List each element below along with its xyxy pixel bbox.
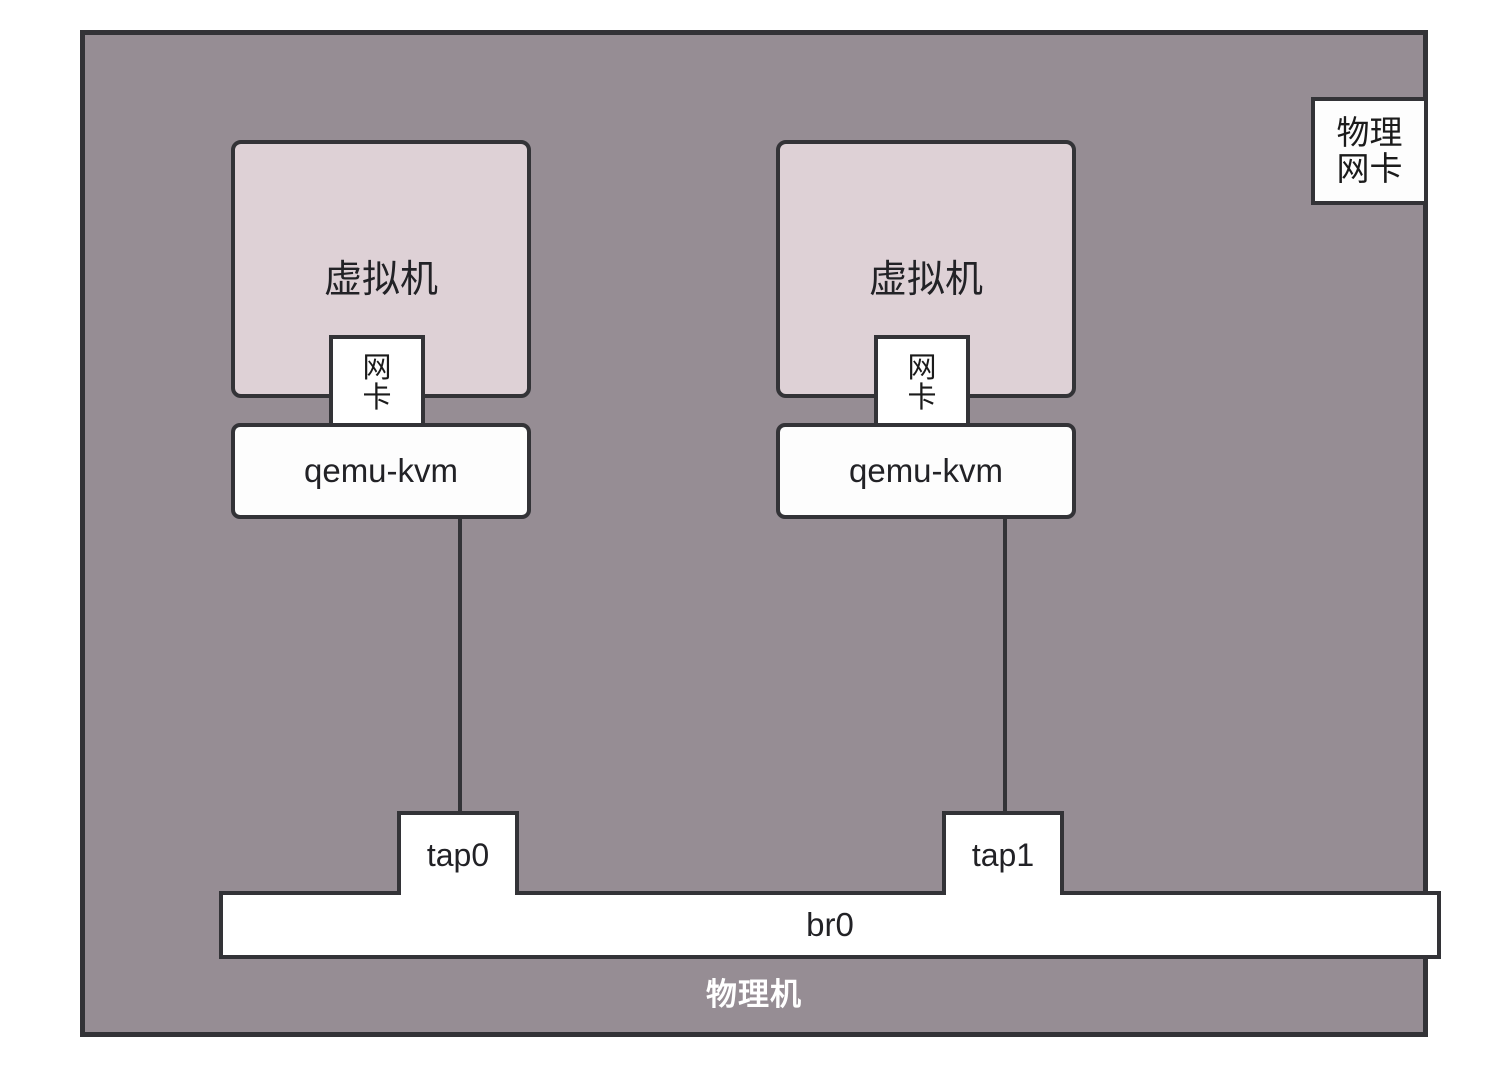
qemu-kvm-box-0: qemu-kvm: [231, 423, 531, 519]
connector-qemu1-to-tap1: [1003, 516, 1007, 815]
vm-nic-label-line1-1: 网: [907, 351, 937, 384]
vm-nic-label-line2-0: 卡: [362, 382, 392, 414]
tap1-box: tap1: [942, 811, 1064, 895]
physical-nic-label-line1: 物理: [1336, 113, 1403, 151]
connector-qemu0-to-tap0: [458, 516, 462, 815]
physical-nic-label-line2: 网卡: [1336, 150, 1403, 187]
physical-nic-box: 物理 网卡: [1311, 97, 1428, 205]
tap0-box: tap0: [397, 811, 519, 895]
qemu-kvm-box-1: qemu-kvm: [776, 423, 1076, 519]
bridge-br0-bar: br0: [219, 891, 1441, 959]
host-machine-label: 物理机: [706, 977, 802, 1012]
vm-title-1: 虚拟机: [868, 259, 983, 301]
vm-nic-box-0: 网 卡: [329, 335, 425, 427]
vm-nic-label-line2-1: 卡: [907, 382, 937, 414]
vm-title-0: 虚拟机: [323, 259, 438, 301]
host-machine-frame: 物理 网卡 虚拟机 网 卡 qemu-kvm 虚拟机 网 卡 qemu-kvm: [80, 30, 1441, 1037]
vm-nic-box-1: 网 卡: [874, 335, 970, 427]
vm-nic-label-line1-0: 网: [362, 351, 392, 384]
